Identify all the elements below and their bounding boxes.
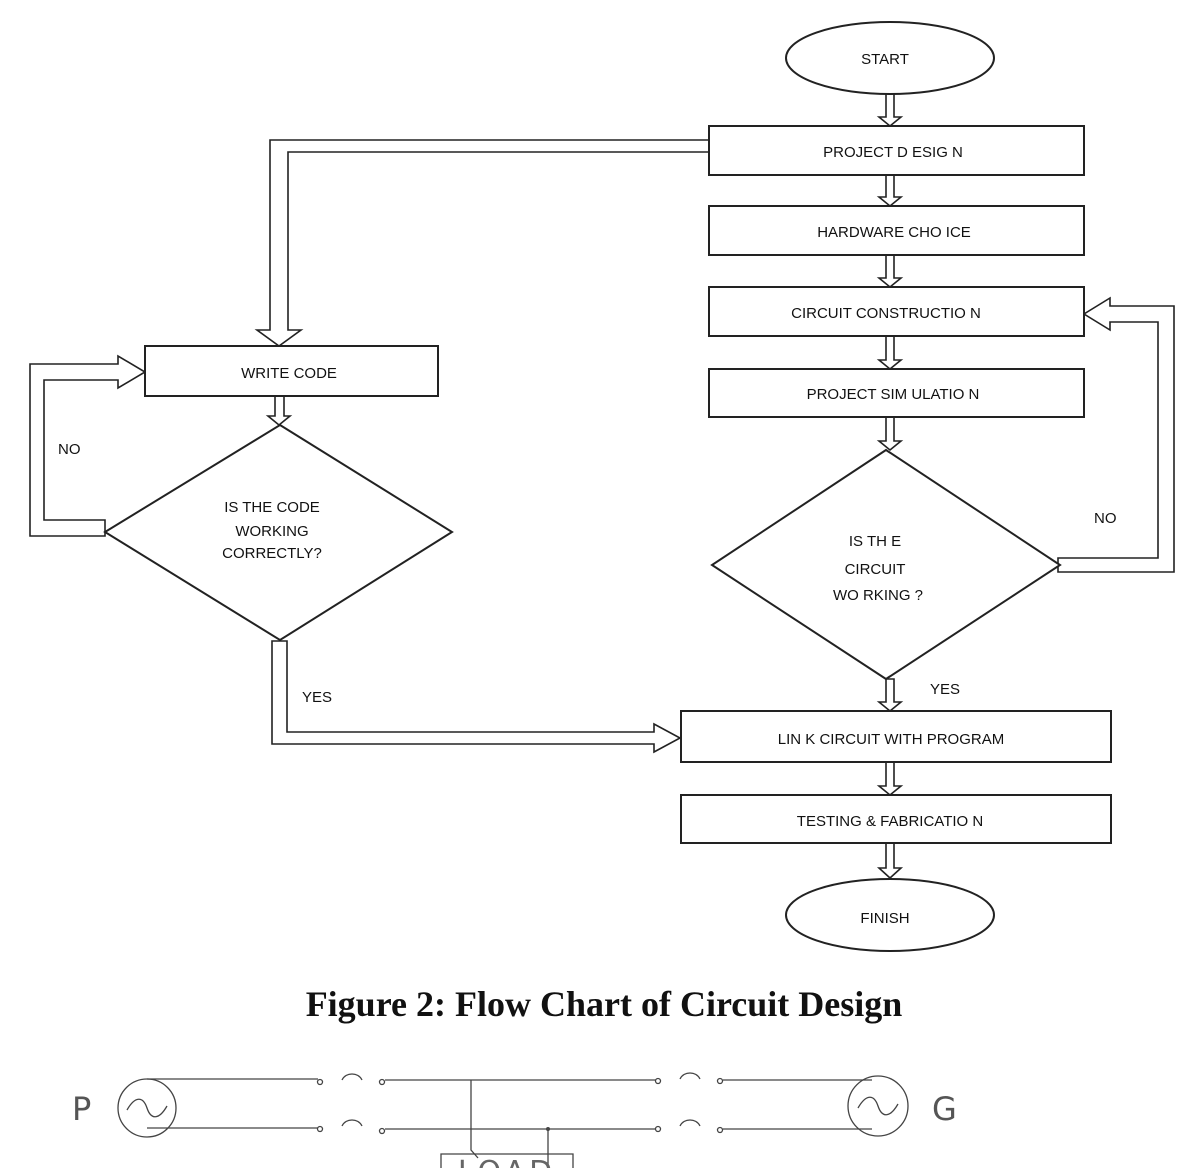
circuit-construction-label: CIRCUIT CONSTRUCTIO N bbox=[791, 305, 981, 322]
arrow-start-to-design bbox=[876, 92, 904, 128]
process-link-circuit: LIN K CIRCUIT WITH PROGRAM bbox=[680, 710, 1112, 763]
circuit-sketch: P bbox=[72, 1072, 957, 1168]
testing-label: TESTING & FABRICATIO N bbox=[797, 813, 983, 830]
arrow-hardware-to-construction bbox=[876, 254, 904, 289]
switch-right-top-icon bbox=[654, 1072, 724, 1085]
circuit-no-label: NO bbox=[1094, 510, 1117, 527]
finish-label: FINISH bbox=[860, 910, 909, 927]
start-label: START bbox=[861, 51, 909, 68]
arrow-construction-to-simulation bbox=[876, 335, 904, 371]
switch-left-bottom-icon bbox=[316, 1119, 386, 1135]
arrow-design-to-writecode bbox=[254, 139, 710, 347]
figure-caption: Figure 2: Flow Chart of Circuit Design bbox=[306, 984, 903, 1024]
switch-right-bottom-icon bbox=[654, 1119, 724, 1134]
arrow-code-no-loop bbox=[29, 354, 147, 537]
circuit-decision-line3: WO RKING ? bbox=[833, 587, 923, 604]
process-circuit-construction: CIRCUIT CONSTRUCTIO N bbox=[708, 286, 1085, 337]
project-simulation-label: PROJECT SIM ULATIO N bbox=[807, 386, 980, 403]
hardware-choice-label: HARDWARE CHO ICE bbox=[817, 224, 971, 241]
arrow-code-yes-to-link bbox=[271, 640, 682, 754]
process-write-code: WRITE CODE bbox=[144, 345, 439, 397]
process-testing-fabrication: TESTING & FABRICATIO N bbox=[680, 794, 1112, 844]
arrow-circuit-no-loop bbox=[1057, 296, 1175, 573]
arrow-writecode-to-decision bbox=[265, 395, 293, 427]
arrow-decision-to-link bbox=[876, 678, 904, 713]
code-decision-line3: CORRECTLY? bbox=[222, 545, 322, 562]
source-right-label: G bbox=[932, 1090, 957, 1128]
start-terminal: START bbox=[785, 21, 995, 95]
code-decision-line2: WORKING bbox=[235, 523, 308, 540]
arrow-testing-to-finish bbox=[876, 842, 904, 880]
arrow-simulation-to-decision bbox=[876, 416, 904, 452]
load-label: LOAD bbox=[458, 1155, 556, 1168]
block-arrows bbox=[29, 92, 1175, 880]
decision-circuit-working: IS TH E CIRCUIT WO RKING ? bbox=[710, 448, 1062, 681]
switch-left-top-icon bbox=[316, 1073, 386, 1086]
write-code-label: WRITE CODE bbox=[241, 365, 337, 382]
arrow-design-to-hardware bbox=[876, 174, 904, 208]
code-yes-label: YES bbox=[302, 689, 332, 706]
circuit-yes-label: YES bbox=[930, 681, 960, 698]
finish-terminal: FINISH bbox=[785, 878, 995, 952]
load-box: LOAD bbox=[440, 1153, 574, 1168]
process-hardware-choice: HARDWARE CHO ICE bbox=[708, 205, 1085, 256]
ac-source-right-icon bbox=[847, 1075, 909, 1137]
process-project-design: PROJECT D ESIG N bbox=[708, 125, 1085, 176]
decision-code-working: IS THE CODE WORKING CORRECTLY? bbox=[103, 423, 454, 642]
arrow-link-to-testing bbox=[876, 761, 904, 797]
code-decision-line1: IS THE CODE bbox=[224, 499, 320, 516]
code-no-label: NO bbox=[58, 441, 81, 458]
circuit-decision-line2: CIRCUIT bbox=[845, 561, 906, 578]
link-circuit-label: LIN K CIRCUIT WITH PROGRAM bbox=[778, 731, 1004, 748]
circuit-decision-line1: IS TH E bbox=[849, 533, 901, 550]
source-left-label: P bbox=[72, 1090, 91, 1128]
process-project-simulation: PROJECT SIM ULATIO N bbox=[708, 368, 1085, 418]
project-design-label: PROJECT D ESIG N bbox=[823, 144, 963, 161]
